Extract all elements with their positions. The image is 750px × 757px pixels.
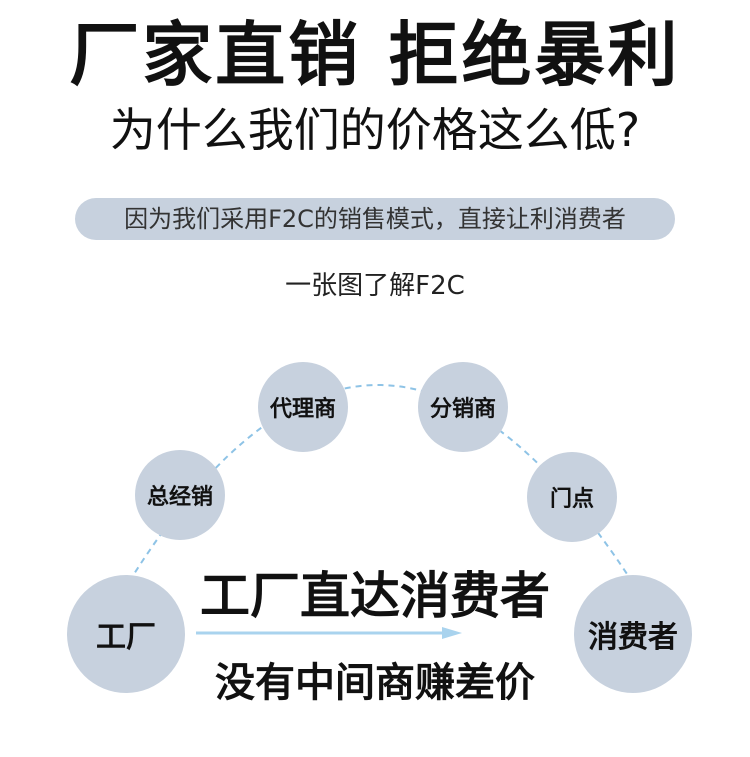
direct-arrow-head bbox=[442, 627, 462, 639]
node-consumer: 消费者 bbox=[574, 575, 692, 693]
direct-to-consumer-text: 工厂直达消费者 bbox=[200, 567, 550, 625]
node-agent: 代理商 bbox=[258, 362, 348, 452]
node-distributor: 分销商 bbox=[418, 362, 508, 452]
node-factory: 工厂 bbox=[67, 575, 185, 693]
node-general-agent: 总经销 bbox=[135, 450, 225, 540]
f2c-banner: 因为我们采用F2C的销售模式，直接让利消费者 bbox=[75, 198, 675, 240]
headline: 厂家直销 拒绝暴利 bbox=[69, 14, 681, 96]
no-middleman-text: 没有中间商赚差价 bbox=[215, 660, 535, 706]
diagram-caption: 一张图了解F2C bbox=[285, 271, 465, 301]
subheadline: 为什么我们的价格这么低? bbox=[109, 103, 641, 157]
node-store: 门点 bbox=[527, 452, 617, 542]
